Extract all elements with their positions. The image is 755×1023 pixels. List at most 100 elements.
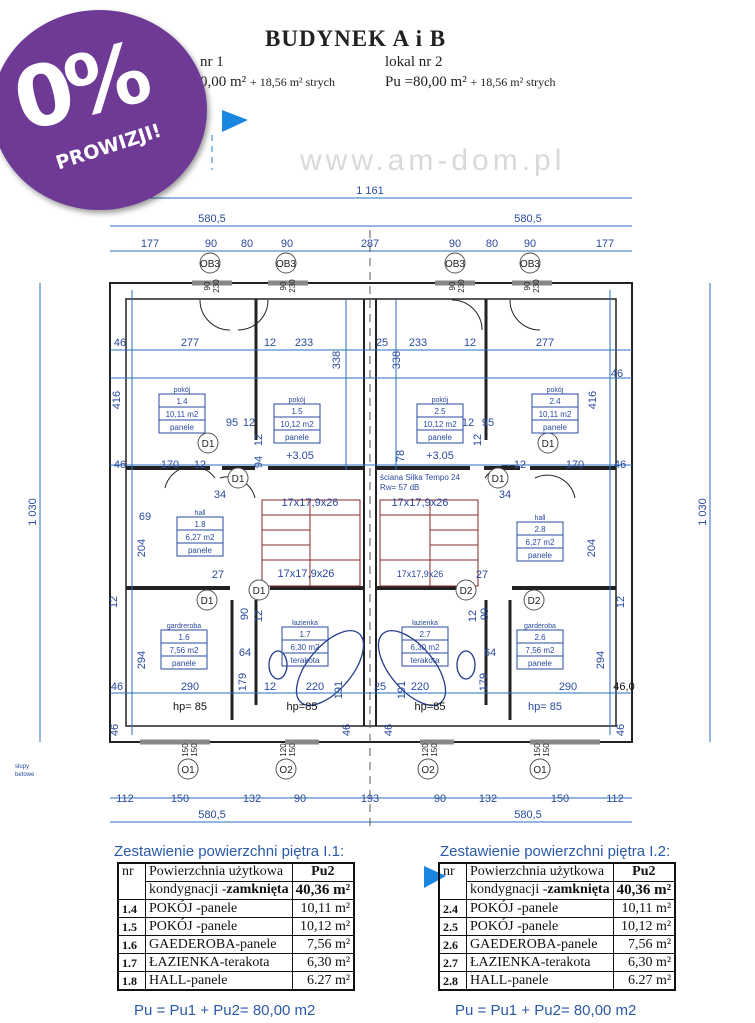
row-nr: 2.4 [438,899,467,918]
room-label-box [273,403,321,444]
dimension-label: 12 [615,596,627,608]
total-formula: Pu = Pu1 + Pu2= 80,00 m2 [455,1002,637,1019]
room-label-box [176,516,224,557]
dimension-label: 177 [141,238,159,250]
row-area: 10,12 m² [612,917,676,936]
door-label-marker [455,579,477,601]
dimension-label: 233 [409,337,427,349]
window-label: OB3 [200,259,220,270]
row-desc: ŁAZIENKA-terakota [145,953,293,972]
dimension-label: 46 [114,337,126,349]
section-arrow-icon [424,866,446,888]
window-dim: 150 [181,743,190,757]
dimension-label: 416 [587,391,599,409]
lokal-2-area: Pu =80,00 m² [385,74,467,90]
section-arrow-icon [222,110,248,132]
dimension-label: 338 [391,351,403,369]
room-floor: panele [528,551,553,560]
dimension-label: 12 [253,434,265,446]
dimension-label: 191 [396,681,408,699]
half-width: 580,5 [198,809,226,821]
dimension-label: 233 [295,337,313,349]
room-area: 6,30 m2 [291,643,320,652]
dimension-label: 170 [566,459,584,471]
dimension-label: 64 [484,647,496,659]
dimension-label: 12 [264,681,276,693]
row-area: 7,56 m² [612,935,676,954]
window-dim: 150 [430,743,439,757]
col-pu: Pu2 [612,862,676,882]
lokal-1-label: nr 1 [200,54,224,70]
dimension-label: 179 [478,673,490,691]
dimension-label: 132 [243,793,261,805]
dimension-label: 294 [136,651,148,669]
dimension-label: 132 [479,793,497,805]
dimension-label: 12 [194,459,206,471]
window-dim: 120 [421,743,430,757]
table-row: 1.5 POKÓJ -panele 10,12 m² [117,917,355,936]
window-label-marker [519,252,541,274]
window-label: OB3 [520,259,540,270]
room-area: 10,12 m2 [423,420,457,429]
room-area: 7,56 m2 [170,646,199,655]
row-desc: POKÓJ -panele [145,917,293,936]
door-label: D2 [528,596,541,607]
row-nr: 2.6 [438,935,467,954]
window-dim: 150 [542,743,551,757]
table-row: 1.4 POKÓJ -panele 10,11 m² [117,899,355,918]
room-label-box [401,626,449,667]
room-area: 10,12 m2 [280,420,314,429]
window-label-marker [275,758,297,780]
room-floor: panele [188,546,213,555]
window-dim: 120 [279,743,288,757]
row-area: 10,11 m² [291,899,355,918]
room-type: łazienka [292,620,318,627]
room-floor: terakota [291,656,320,665]
room-area: 6,30 m2 [411,643,440,652]
room-type: garderoba [524,623,556,630]
dimension-label: +3.05 [286,450,314,462]
dimension-label: 204 [136,539,148,557]
table-row: 1.8 HALL-panele 6.27 m² [117,971,355,991]
dimension-label: 12 [108,596,120,608]
window-dim: 150 [190,743,199,757]
dimension-label: 25 [376,337,388,349]
dimension-label: 27 [212,569,224,581]
room-label-box [160,629,208,670]
dimension-label: 78 [395,450,407,462]
door-label: D1 [492,474,505,485]
dimension-label: 17x17,9x26 [392,497,449,509]
dimension-label: 177 [596,238,614,250]
dimension-label: 220 [306,681,324,693]
total-formula: Pu = Pu1 + Pu2= 80,00 m2 [134,1002,316,1019]
dimension-label: 290 [559,681,577,693]
door-label-marker [197,432,219,454]
dimension-label: hp=85 [415,701,446,713]
room-nr: 2.5 [434,407,446,416]
row-area: 10,11 m² [612,899,676,918]
dimension-label: 12 [472,434,484,446]
half-width: 580,5 [198,213,226,225]
dimension-label: hp=85 [287,701,318,713]
overall-width: 1 161 [356,185,384,197]
window-label: OB3 [276,259,296,270]
dimension-label: 193 [361,793,379,805]
dimension-label: 416 [111,391,123,409]
room-type: pokój [547,387,564,394]
dimension-label: 150 [551,793,569,805]
dimension-label: hp= 85 [528,701,562,713]
commission-badge: 0% PROWIZJI! [0,10,207,210]
door-label: D1 [253,586,266,597]
window-dim: 150 [533,743,542,757]
door-label: D1 [201,596,214,607]
window-label-marker [444,252,466,274]
window-label: O2 [421,765,435,776]
row-nr: 1.5 [117,917,146,936]
door-label: D1 [542,439,555,450]
col-nr: nr [117,862,146,900]
row-desc: POKÓJ -panele [145,899,293,918]
dimension-label: 12 [462,417,474,429]
dimension-label: 17x17,9x26 [282,497,339,509]
room-type: łazienka [412,620,438,627]
